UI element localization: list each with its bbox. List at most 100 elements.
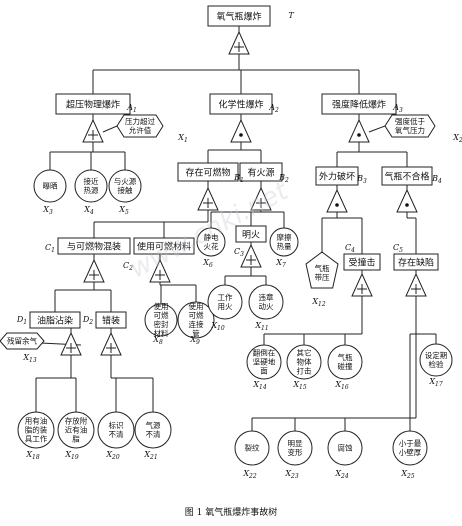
and-gate-a2 <box>230 118 252 143</box>
event-a3: 强度降低爆炸 <box>321 93 397 115</box>
event-symbol-t: T <box>288 11 294 20</box>
event-symbol-x22: X22 <box>242 469 257 480</box>
event-text-x25: 小于最小壁厚 <box>399 439 422 457</box>
basic-event-x16: 气瓶碰撞 <box>327 344 363 380</box>
basic-event-x7: 摩擦热量 <box>269 227 299 257</box>
event-text-x1: 压力超过允许值 <box>125 116 155 135</box>
connector-lines <box>0 26 437 431</box>
basic-event-x6: 静电火花 <box>196 227 226 257</box>
event-symbol-x8: X8 <box>152 335 163 346</box>
event-text-x24: 腐蚀 <box>338 443 353 453</box>
event-b4: 气瓶不合格 <box>381 166 433 186</box>
event-text-x8: 使用可燃密封材料 <box>154 301 169 338</box>
event-c3: 明火 <box>235 225 267 243</box>
event-symbol-a2: A2 <box>268 103 279 114</box>
basic-event-x3: 曝晒 <box>33 169 67 203</box>
event-symbol-c3: C3 <box>234 247 244 258</box>
event-text-b4: 气瓶不合格 <box>384 171 429 183</box>
event-b1: 存在可燃物 <box>177 162 239 182</box>
event-symbol-x3: X3 <box>42 205 53 216</box>
event-text-x20: 标识不清 <box>109 420 124 439</box>
or-gate-t <box>228 30 250 55</box>
connector-line <box>368 125 386 133</box>
event-text-b3: 外力破坏 <box>319 171 355 183</box>
event-text-c3: 明火 <box>242 230 260 241</box>
or-gate-d1 <box>60 331 82 356</box>
or-gate-c4 <box>351 272 373 297</box>
event-symbol-x9: X9 <box>189 335 200 346</box>
event-text-x2: 强度低于氧气压力 <box>395 116 425 135</box>
event-symbol-x10: X10 <box>210 321 225 332</box>
event-symbol-d2: D2 <box>82 315 93 326</box>
event-text-x11: 违章动火 <box>259 292 274 311</box>
event-symbol-c2: C2 <box>123 261 133 272</box>
event-text-x14: 翻倒在坚硬地面 <box>253 348 276 376</box>
and-gate-b3 <box>326 188 348 213</box>
event-text-x4: 接近热源 <box>84 176 99 195</box>
basic-event-x5: 与火源接触 <box>108 169 142 203</box>
condition-event-x1: 压力超过允许值 <box>116 114 164 138</box>
event-text-c1: 与可燃物混装 <box>67 241 121 253</box>
event-text-x7: 摩擦热量 <box>277 232 292 251</box>
or-gate-c2 <box>149 258 171 283</box>
event-b2: 有火源 <box>239 162 283 182</box>
event-symbol-x6: X6 <box>202 258 213 269</box>
condition-event-x2: 强度低于氧气压力 <box>384 114 436 138</box>
event-c1: 与可燃物混装 <box>57 237 131 255</box>
basic-event-x22: 裂纹 <box>234 430 270 466</box>
basic-event-x19: 存放附近有油脂 <box>57 411 95 449</box>
or-gate-d2 <box>100 331 122 356</box>
event-symbol-x15: X15 <box>292 380 307 391</box>
and-gate-b4 <box>396 188 418 213</box>
basic-event-x14: 翻倒在坚硬地面 <box>246 344 282 380</box>
event-symbol-x18: X18 <box>25 450 40 461</box>
event-symbol-x25: X25 <box>400 469 415 480</box>
event-text-x13: 残留余气 <box>7 336 37 346</box>
event-text-x9: 使用可燃连接管 <box>189 301 204 338</box>
or-gate-c5 <box>405 272 427 297</box>
basic-event-x17: 设定期检验 <box>419 343 453 377</box>
event-text-a2: 化学性爆炸 <box>218 99 263 111</box>
event-a2: 化学性爆炸 <box>209 93 273 115</box>
event-a1: 超压物理爆炸 <box>55 93 131 115</box>
event-text-b2: 有火源 <box>247 167 274 179</box>
event-text-c2: 使用可燃材料 <box>137 241 191 253</box>
event-text-x17: 设定期检验 <box>425 350 448 369</box>
event-nodes: 氧气瓶爆炸超压物理爆炸 化学性爆炸 强度降低爆炸存在可燃物有火源 外力破坏 气瓶不合格与… <box>0 5 453 466</box>
event-text-c5: 存在缺陷 <box>398 257 434 269</box>
basic-event-x20: 标识不清 <box>97 411 135 449</box>
event-text-t: 氧气瓶爆炸 <box>216 11 261 23</box>
event-symbol-c5: C5 <box>393 243 403 254</box>
event-symbol-x17: X17 <box>428 377 443 388</box>
event-t: 氧气瓶爆炸 <box>207 5 271 27</box>
basic-event-x24: 腐蚀 <box>327 430 363 466</box>
event-symbol-x12: X12 <box>311 297 326 308</box>
event-text-c4: 受撞击 <box>348 257 375 269</box>
event-text-x5: 与火源接触 <box>114 177 137 195</box>
event-symbol-x23: X23 <box>284 469 299 480</box>
basic-event-x10: 工作用火 <box>207 284 243 320</box>
event-symbol-x14: X14 <box>252 380 267 391</box>
event-text-a3: 强度降低爆炸 <box>332 99 386 111</box>
event-symbol-x13: X13 <box>22 353 37 364</box>
event-symbol-x24: X24 <box>334 469 349 480</box>
or-gate-b2 <box>250 186 272 211</box>
condition-event-x13: 残留余气 <box>0 332 45 350</box>
basic-event-x18: 用有油脂的装具工作 <box>17 411 55 449</box>
basic-event-x25: 小于最小壁厚 <box>392 430 428 466</box>
event-symbol-a1: A1 <box>126 103 137 114</box>
event-c5: 存在缺陷 <box>393 253 439 271</box>
event-text-x10: 工作用火 <box>218 292 233 311</box>
event-text-x18: 用有油脂的装具工作 <box>25 416 48 444</box>
event-d2: 错装 <box>95 311 127 329</box>
event-text-x23: 明显变形 <box>288 439 303 457</box>
connector-line <box>102 125 118 133</box>
event-symbol-b4: B4 <box>431 174 442 185</box>
or-gate-a1 <box>82 118 104 143</box>
event-text-x16: 气瓶碰撞 <box>338 352 353 371</box>
event-symbol-x1: X1 <box>177 133 188 144</box>
figure-caption: 图 1 氧气瓶爆炸事故树 <box>185 506 277 518</box>
event-text-d2: 错装 <box>102 315 120 327</box>
event-c4: 受撞击 <box>343 253 381 271</box>
